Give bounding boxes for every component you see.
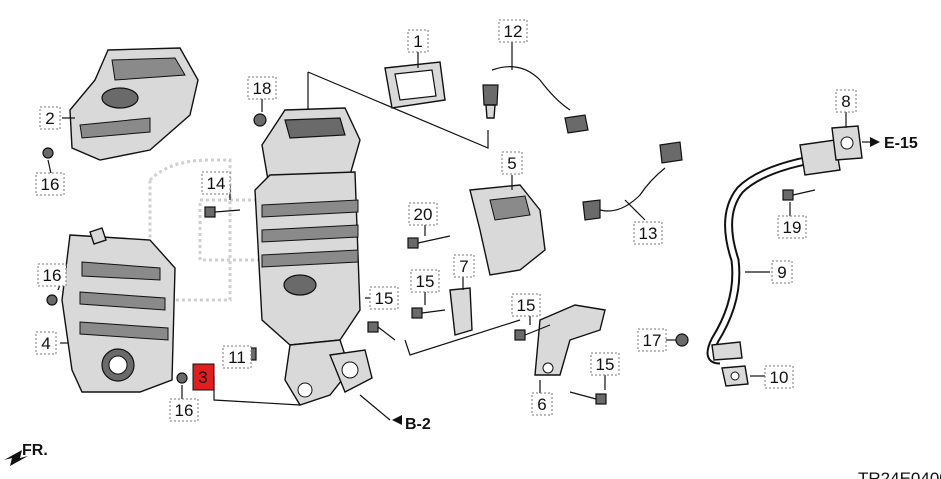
- bolt-15-a[interactable]: [367, 321, 396, 341]
- svg-text:20: 20: [414, 205, 433, 224]
- nut-16-upper[interactable]: [42, 147, 54, 159]
- bolt-15-b[interactable]: [411, 307, 446, 319]
- callout-13: 13: [633, 221, 663, 245]
- upper-heat-shield[interactable]: [69, 47, 199, 161]
- gasket[interactable]: [384, 61, 446, 109]
- svg-text:14: 14: [207, 174, 226, 193]
- svg-text:18: 18: [253, 79, 272, 98]
- callout-2: 2: [39, 106, 61, 130]
- svg-text:FR.: FR.: [22, 442, 48, 459]
- bolt-14[interactable]: [204, 206, 241, 218]
- nut-16-left[interactable]: [46, 294, 58, 306]
- lower-oxygen-sensor[interactable]: [582, 141, 683, 221]
- nut-17[interactable]: [675, 333, 689, 347]
- callout-16-upper: 16: [35, 172, 65, 196]
- callout-11: 11: [222, 345, 252, 369]
- callout-5: 5: [501, 151, 523, 175]
- callout-7: 7: [453, 254, 475, 278]
- stay[interactable]: [449, 287, 473, 336]
- svg-text:15: 15: [416, 272, 435, 291]
- svg-text:7: 7: [459, 257, 468, 276]
- svg-text:19: 19: [783, 218, 802, 237]
- small-gasket[interactable]: [721, 365, 749, 387]
- callout-8: 8: [835, 89, 857, 113]
- svg-text:B-2: B-2: [405, 416, 431, 433]
- bolt-20[interactable]: [407, 235, 451, 249]
- svg-text:16: 16: [43, 266, 62, 285]
- reference-b2[interactable]: B-2: [392, 415, 431, 433]
- bolt-15-d[interactable]: [569, 391, 607, 405]
- callout-16-left: 16: [37, 263, 67, 287]
- upper-oxygen-sensor[interactable]: [482, 66, 589, 134]
- svg-text:15: 15: [517, 296, 536, 315]
- callout-15-b: 15: [410, 269, 440, 293]
- svg-text:2: 2: [45, 109, 54, 128]
- svg-text:10: 10: [770, 368, 789, 387]
- svg-text:TR24E0400: TR24E0400: [858, 469, 941, 479]
- svg-text:12: 12: [504, 22, 523, 41]
- svg-text:E-15: E-15: [884, 135, 918, 152]
- svg-text:5: 5: [507, 154, 516, 173]
- callout-6: 6: [531, 392, 553, 416]
- egr-pipe[interactable]: [706, 139, 841, 365]
- callout-19: 19: [777, 215, 807, 239]
- callout-20: 20: [408, 202, 438, 226]
- callout-10: 10: [764, 365, 794, 389]
- lower-heat-shield[interactable]: [61, 227, 176, 393]
- svg-text:15: 15: [596, 355, 615, 374]
- svg-text:3: 3: [198, 368, 207, 387]
- diagram-code: TR24E0400: [858, 469, 941, 479]
- reference-e15[interactable]: E-15: [870, 135, 918, 152]
- converter-bracket[interactable]: [469, 184, 546, 276]
- svg-text:15: 15: [375, 289, 394, 308]
- svg-text:16: 16: [41, 175, 60, 194]
- nut-16-lower[interactable]: [176, 372, 188, 384]
- callout-18: 18: [247, 76, 277, 100]
- callout-17: 17: [637, 328, 667, 352]
- catalytic-converter[interactable]: [254, 107, 373, 406]
- callout-15-a: 15: [369, 286, 399, 310]
- leader-lines: [47, 42, 873, 421]
- svg-text:13: 13: [639, 224, 658, 243]
- callout-3-highlighted[interactable]: 3: [192, 363, 215, 391]
- callout-15-e: 15: [590, 352, 620, 376]
- bolt-15-c[interactable]: [514, 324, 551, 341]
- svg-text:6: 6: [537, 395, 546, 414]
- svg-text:16: 16: [175, 401, 194, 420]
- front-indicator: FR.: [4, 442, 48, 466]
- bolt-19[interactable]: [782, 189, 816, 201]
- exhaust-pipe-stay[interactable]: [534, 304, 606, 376]
- callout-15-c: 15: [511, 293, 541, 317]
- svg-text:17: 17: [643, 331, 662, 350]
- svg-text:8: 8: [841, 92, 850, 111]
- svg-text:9: 9: [777, 263, 786, 282]
- callout-14: 14: [201, 171, 231, 195]
- callout-4: 4: [35, 331, 57, 355]
- callout-12: 12: [498, 19, 528, 43]
- nut-18[interactable]: [253, 113, 267, 127]
- svg-text:11: 11: [228, 348, 246, 367]
- pipe-gasket[interactable]: [831, 125, 863, 161]
- callout-1: 1: [407, 29, 429, 53]
- svg-text:4: 4: [41, 334, 50, 353]
- svg-text:1: 1: [413, 32, 422, 51]
- callout-16-lower: 16: [169, 398, 199, 422]
- callout-9: 9: [771, 260, 793, 284]
